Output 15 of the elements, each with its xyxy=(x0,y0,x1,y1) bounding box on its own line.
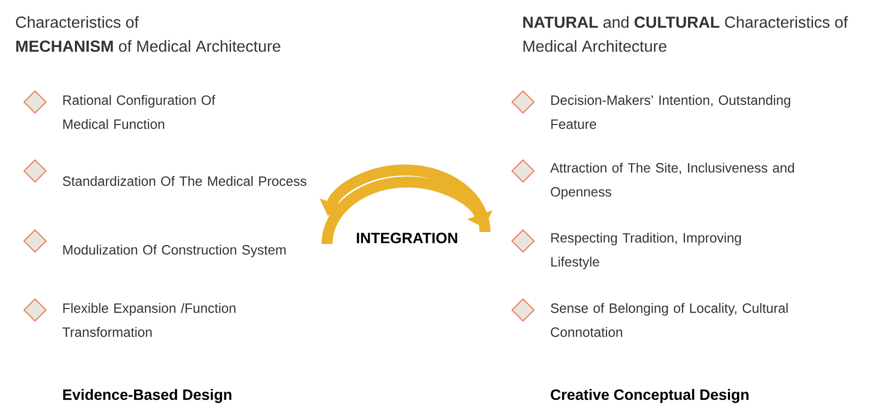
bullet-text: Rational Configuration Of Medical Function xyxy=(63,95,216,129)
column-caption: Creative Conceptual Design xyxy=(550,388,748,404)
bullet-text: Modulization Of Construction System xyxy=(63,244,286,258)
bullet-text: Sense of Belonging of Locality, Cultural Connotation xyxy=(550,303,788,337)
bullet-text: Flexible Expansion /Function Transformation xyxy=(62,303,236,337)
bullet-text: Decision-Makers’ Intention, Outstanding Feature xyxy=(551,95,790,129)
column-caption: Evidence-Based Design xyxy=(63,388,232,404)
heading: Medical Architecture xyxy=(524,40,666,52)
bullet-text: Respecting Tradition, Improving Lifestyle xyxy=(551,232,741,270)
bullet-text: Standardization Of The Medical Process xyxy=(62,176,306,186)
heading: MECHANISM of Medical Architecture xyxy=(16,40,280,52)
center-label: INTEGRATION xyxy=(356,232,458,244)
heading: Characteristics of xyxy=(16,16,139,28)
bullet-text: Attraction of The Site, Inclusiveness and Openness xyxy=(550,162,794,200)
heading: NATURAL and CULTURAL Characteristics of xyxy=(523,16,848,28)
